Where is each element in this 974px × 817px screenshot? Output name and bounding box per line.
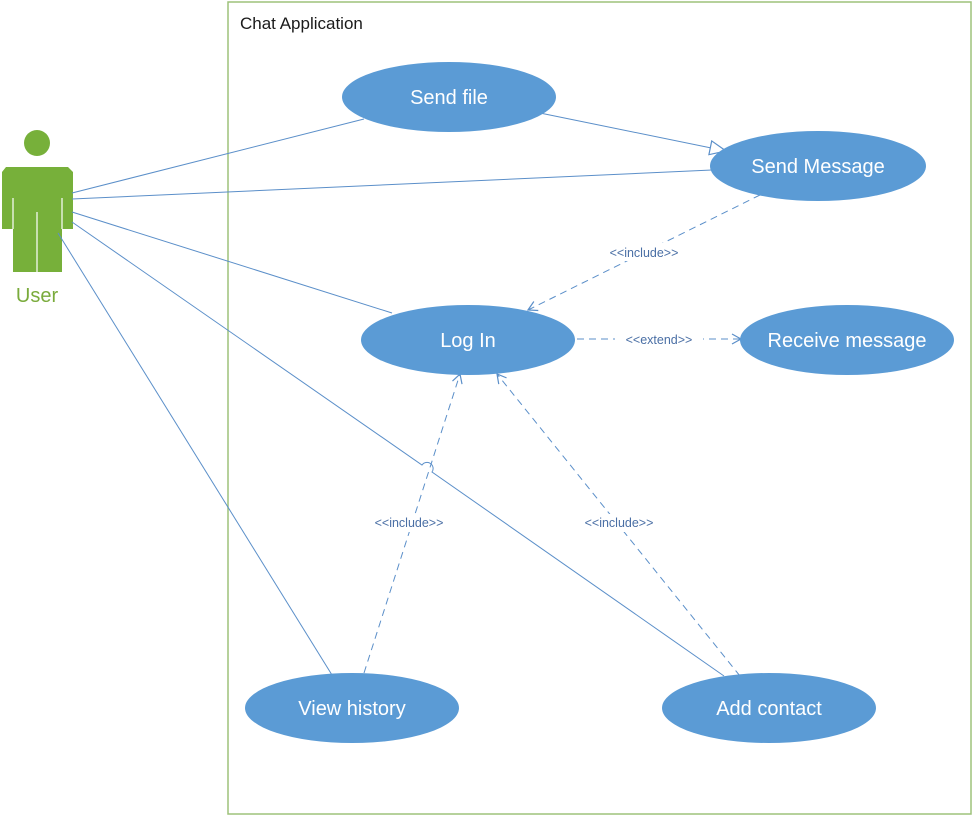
receive-message-label: Receive message <box>768 330 927 352</box>
user-actor: User <box>2 130 73 307</box>
actor-head <box>24 130 50 156</box>
send-message-label: Send Message <box>751 156 884 178</box>
include-label-view-history: <<include>> <box>375 516 444 530</box>
assoc-view-history <box>57 232 333 676</box>
use-case-view-history[interactable]: View history <box>245 673 459 743</box>
associations <box>57 118 725 677</box>
extend-label-receive: <<extend>> <box>626 333 693 347</box>
use-case-send-file[interactable]: Send file <box>342 62 556 132</box>
include-label-add-contact: <<include>> <box>585 516 654 530</box>
system-boundary <box>227 1 972 815</box>
log-in-label: Log In <box>440 330 496 352</box>
assoc-send-message <box>71 169 713 200</box>
actor-label: User <box>16 285 59 307</box>
use-case-receive-message[interactable]: Receive message <box>740 305 954 375</box>
view-history-label: View history <box>298 698 405 720</box>
use-case-send-message[interactable]: Send Message <box>710 131 926 201</box>
dependencies <box>363 194 761 677</box>
system-title: Chat Application <box>240 14 363 33</box>
use-case-log-in[interactable]: Log In <box>361 305 575 375</box>
add-contact-label: Add contact <box>716 698 822 720</box>
use-case-add-contact[interactable]: Add contact <box>662 673 876 743</box>
assoc-log-in <box>71 211 393 314</box>
include-label-send-message: <<include>> <box>610 246 679 260</box>
assoc-add-contact <box>71 221 725 677</box>
generalization-send-file <box>539 112 728 156</box>
send-file-label: Send file <box>410 87 488 109</box>
assoc-send-file <box>71 118 365 194</box>
